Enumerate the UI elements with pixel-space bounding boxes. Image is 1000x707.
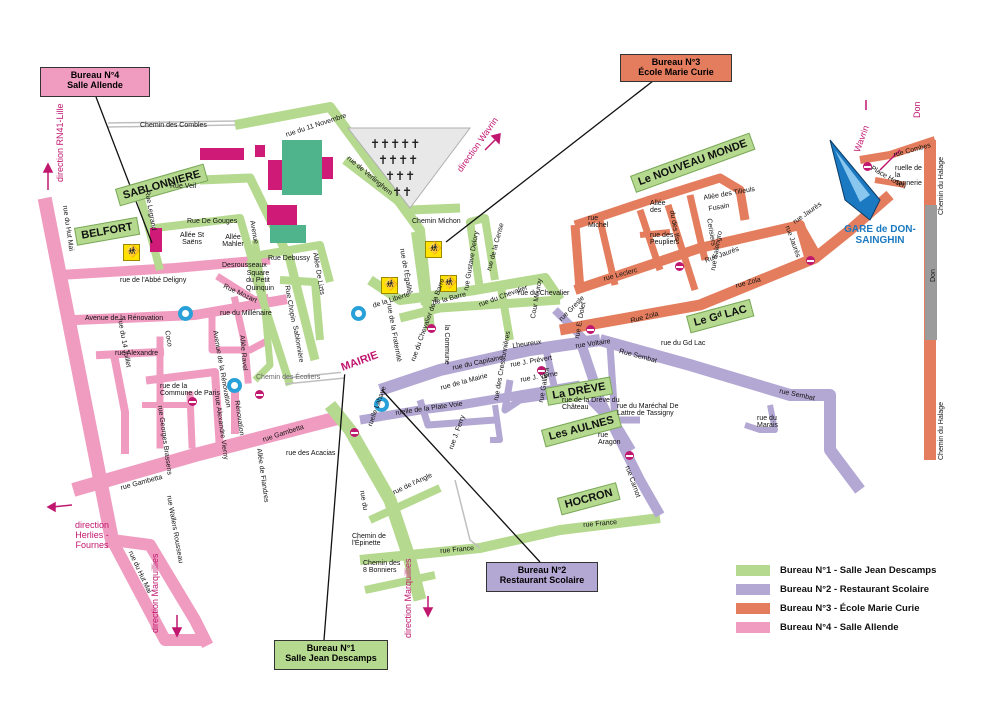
roundabout-icon [351, 306, 366, 321]
bureau1-callout: Bureau N°1 Salle Jean Descamps [274, 640, 388, 670]
street-label: Allée St Saëns [179, 232, 205, 247]
direction-marquillies: direction Marquillies [150, 553, 160, 633]
street-label: Rue Veil [170, 183, 197, 190]
street-label: Chemin du Halage [938, 402, 945, 460]
gare-label: GARE de DON-SAINGHIN [844, 224, 916, 246]
bureau3-callout: Bureau N°3 École Marie Curie [620, 54, 732, 82]
legend: Bureau N°1 - Salle Jean Descamps Bureau … [736, 561, 936, 637]
bureau4-callout: Bureau N°4 Salle Allende [40, 67, 150, 97]
street-label: rue de l'Abbé Deligny [120, 277, 187, 284]
don-road [925, 205, 937, 340]
no-entry-icon [625, 451, 634, 460]
legend-label: Bureau N°1 - Salle Jean Descamps [780, 565, 937, 576]
street-label: rue des Peupliers [650, 232, 680, 247]
legend-swatch [736, 622, 770, 633]
street-label: Chemin des Combles [140, 122, 207, 129]
no-entry-icon [675, 262, 684, 271]
bureau1-place: Salle Jean Descamps [285, 653, 377, 663]
no-entry-icon [863, 162, 872, 171]
street-label: Rue De Gouges [187, 218, 238, 225]
roundabout-icon [227, 378, 242, 393]
svg-text:✝✝✝: ✝✝✝ [385, 169, 415, 183]
street-label: rue Aragon [598, 432, 621, 447]
bureau2-streets [359, 307, 865, 518]
bureau3-place: École Marie Curie [638, 67, 714, 77]
no-entry-icon [806, 256, 815, 265]
legend-swatch [736, 565, 770, 576]
grey-paths [107, 120, 481, 549]
roundabout-icon [178, 306, 193, 321]
no-entry-icon [537, 366, 546, 375]
bureau1-title: Bureau N°1 [306, 643, 356, 653]
bureau3-streets [559, 136, 937, 460]
street-label: rue de la Drève du Château [562, 397, 620, 412]
svg-text:✝✝✝✝✝: ✝✝✝✝✝ [370, 137, 420, 151]
bureau2-callout: Bureau N°2 Restaurant Scolaire [486, 562, 598, 592]
cemetery: ✝✝✝✝✝ ✝✝✝✝ ✝✝✝ ✝✝ [346, 127, 471, 209]
legend-label: Bureau N°4 - Salle Allende [780, 622, 899, 633]
no-entry-icon [586, 325, 595, 334]
street-label: Desrousseaux [222, 262, 267, 269]
street-label: rue du Chevalier [518, 290, 570, 297]
street-don: Don [930, 269, 937, 282]
roundabout-icon [374, 397, 389, 412]
svg-text:✝✝: ✝✝ [392, 185, 412, 199]
direction-herlies: direction Herlies - Fournes [74, 520, 110, 550]
svg-text:✝✝✝✝: ✝✝✝✝ [378, 153, 418, 167]
street-label: Chemin des Écoliers [256, 374, 321, 381]
school-crossing-icon [123, 244, 140, 261]
street-label: Chemin de l'Épinette [352, 533, 386, 548]
bureau4-streets [37, 196, 339, 649]
street-label: Rue Debussy [268, 255, 311, 262]
street-label: rue du Millénaire [220, 310, 272, 317]
street-label: rue du Gd Lac [661, 340, 706, 347]
legend-label: Bureau N°2 - Restaurant Scolaire [780, 584, 929, 595]
legend-swatch [736, 584, 770, 595]
street-label: rue Alexandre [115, 350, 159, 357]
no-entry-icon [427, 324, 436, 333]
no-entry-icon [350, 428, 359, 437]
street-label: rue Michel [588, 215, 609, 230]
legend-item: Bureau N°3 - École Marie Curie [736, 599, 936, 618]
direction-don: Don [912, 101, 922, 118]
school-crossing-icon [440, 275, 457, 292]
bureau3-title: Bureau N°3 [651, 57, 701, 67]
street-label: Square du Petit Quinquin [246, 270, 275, 292]
street-label: rue des Acacias [286, 450, 336, 457]
legend-item: Bureau N°1 - Salle Jean Descamps [736, 561, 936, 580]
bureau1-streets [136, 102, 661, 602]
direction-arrows [42, 100, 901, 638]
school-crossing-icon [425, 241, 442, 258]
bureau4-place: Salle Allende [67, 80, 123, 90]
street-label: rue de la Commune de Paris [160, 383, 220, 398]
district-nouveau-monde-prefix: Le [636, 172, 653, 189]
street-label: Allée Mahler [222, 234, 244, 249]
street-label: Chemin du Halage [938, 157, 945, 215]
street-label: Avenue de la Rénovation [85, 315, 164, 322]
bureau4-title: Bureau N°4 [70, 70, 120, 80]
bureau2-title: Bureau N°2 [517, 565, 567, 575]
street-label: Chemin des 8 Bonniers [363, 560, 401, 575]
buildings [150, 140, 333, 252]
street-label: ruelle de la Tannerie [895, 165, 922, 187]
callout-lines [95, 80, 654, 641]
train-icon [829, 139, 881, 221]
bureau2-place: Restaurant Scolaire [499, 575, 585, 585]
street-label: Allée des [650, 200, 666, 215]
no-entry-icon [255, 390, 264, 399]
street-label: rue du Maréchal De Lattre de Tassigny [617, 403, 679, 418]
street-label: Chemin Michon [412, 218, 461, 225]
legend-item: Bureau N°4 - Salle Allende [736, 618, 936, 637]
street-label: rue du Marais [757, 415, 779, 430]
legend-item: Bureau N°2 - Restaurant Scolaire [736, 580, 936, 599]
direction-marquillies-2: direction Marquillies [403, 558, 413, 638]
school-crossing-icon [381, 277, 398, 294]
street-label: la Commune [443, 325, 450, 365]
direction-lille: direction RN41-Lille [55, 103, 65, 182]
legend-label: Bureau N°3 - École Marie Curie [780, 603, 920, 614]
no-entry-icon [188, 397, 197, 406]
legend-swatch [736, 603, 770, 614]
